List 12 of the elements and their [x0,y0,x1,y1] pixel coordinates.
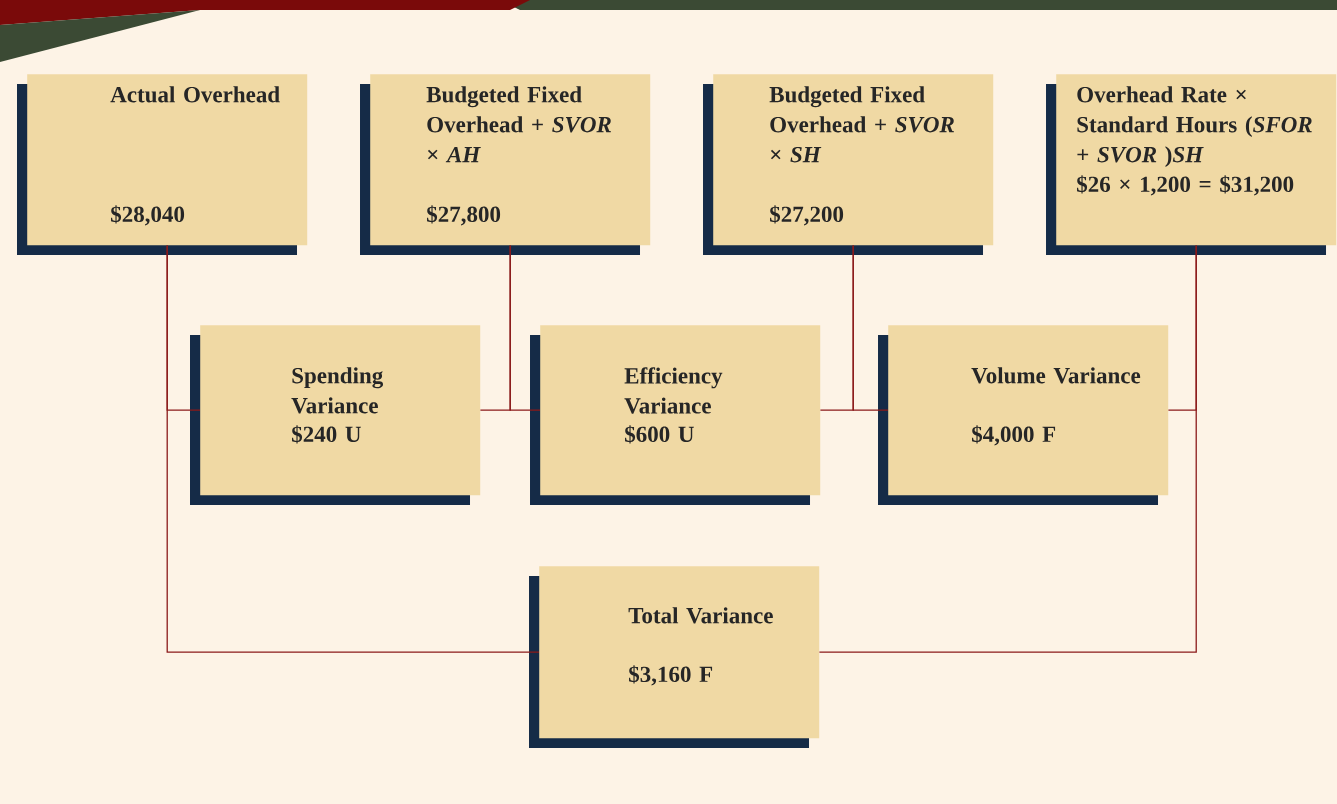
connector-line [818,244,1197,653]
variance-box: Overhead Rate × Standard Hours (SFOR + SVOR )SH $26 × 1,200 = $31,200 [1046,74,1337,255]
variance-box: Budgeted Fixed Overhead + SVOR × SH $27,200 [703,74,994,255]
variance-box: Efficiency Variance $600 U [530,325,821,505]
variance-box: Volume Variance $4,000 F [878,325,1169,505]
connector-line [166,244,540,653]
variance-box: Total Variance $3,160 F [529,566,820,748]
connector-line [852,244,889,411]
connector-line [509,244,541,411]
variance-box: Budgeted Fixed Overhead + SVOR × AH $27,800 [360,74,651,255]
variance-box: Actual Overhead $28,040 [17,74,308,255]
variance-box: Spending Variance $240 U [190,325,481,505]
